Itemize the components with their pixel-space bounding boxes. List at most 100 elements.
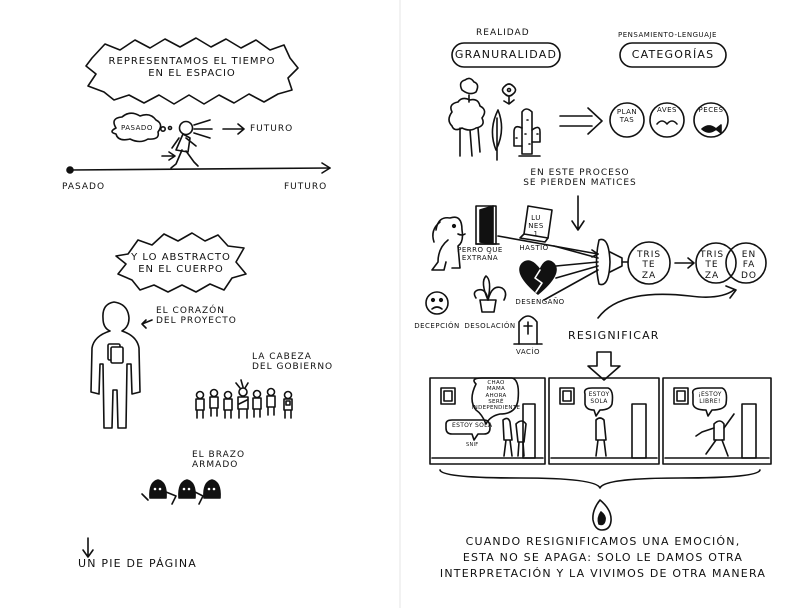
anger-line1: EN	[741, 250, 757, 260]
panels-brace	[439, 469, 761, 489]
anger-line2: FA	[742, 260, 756, 271]
broken-heart-drawing	[519, 260, 557, 295]
process-note-line1: EN ESTE PROCESO	[530, 168, 630, 178]
comic-p3-line1: ¡ESTOY	[698, 391, 722, 398]
dog-line1: PERRO QUE	[457, 246, 503, 254]
hooded-figures	[149, 479, 221, 499]
sadness-arrow	[674, 257, 695, 269]
crowd-figures	[195, 379, 293, 419]
reality-label: REALIDAD	[476, 28, 530, 38]
sad-face-drawing	[425, 291, 449, 315]
granularity-box	[451, 42, 561, 68]
heartbreak-label: DESENGAÑO	[515, 298, 565, 306]
anger-circle	[725, 242, 767, 284]
birds-category-label: AVES	[657, 106, 677, 114]
conclusion-line2: ESTA NO SE APAGA: SOLO LE DAMOS OTRA	[462, 550, 744, 564]
comic-p2-line2: SOLA	[590, 397, 608, 405]
categories-box	[619, 42, 727, 68]
desolation-label: DESOLACIÓN	[464, 322, 516, 330]
timeline-future-label: FUTURO	[284, 182, 328, 192]
heart-label: EL CORAZÓN DEL PROYECTO	[156, 306, 237, 327]
birds-circle	[649, 102, 685, 138]
arm-line1: EL BRAZO	[192, 450, 246, 460]
walking-person-figure	[170, 119, 213, 169]
comic-p3-line2: LIBRE!	[699, 397, 721, 405]
conclusion-line1: CUANDO RESIGNIFICAMOS UNA EMOCIÓN,	[465, 535, 741, 548]
fish-circle	[693, 102, 729, 138]
sadness2-line1: TRIS	[699, 250, 725, 260]
footer-label: UN PIE DE PÁGINA	[78, 557, 198, 570]
burst-body-text: Y LO ABSTRACTO EN EL CUERPO	[131, 252, 231, 275]
burst-body-frame	[115, 232, 247, 293]
funnel-drawing	[595, 238, 623, 286]
timeline-line	[69, 167, 331, 171]
funnel-input-lines	[497, 235, 599, 301]
comic-panel-3	[662, 377, 772, 465]
tombstone-drawing	[513, 315, 543, 345]
timeline-start-dot	[66, 166, 74, 174]
sadness-label: TRIS TE ZA	[637, 250, 661, 281]
body-silhouette	[90, 301, 141, 429]
anger-label: EN FA DO	[741, 250, 757, 281]
resignify-down-arrow	[587, 351, 621, 381]
calendar-drawing	[519, 205, 553, 243]
conclusion-text: CUANDO RESIGNIFICAMOS UNA EMOCIÓN, ESTA …	[440, 534, 766, 582]
comic-p1-line2: MAMA	[486, 386, 506, 393]
heart-line2: DEL PROYECTO	[156, 316, 237, 327]
panel1-scene	[431, 377, 544, 459]
burst-body-line2: EN EL CUERPO	[138, 263, 224, 275]
comic-p1-big-bubble: CHAO MAMA AHORA SERÉ INDEPENDIENTE	[472, 380, 521, 412]
burst-time-text: REPRESENTAMOS EL TIEMPO EN EL ESPACIO	[109, 56, 276, 79]
granularity-label: GRANURALIDAD	[454, 48, 558, 61]
head-line1: LA CABEZA	[252, 352, 312, 362]
sadness-circle	[627, 241, 671, 285]
disappointment-label: DECEPCIÓN	[414, 322, 460, 330]
arm-line2: ARMADO	[192, 460, 239, 471]
head-line2: DEL GOBIERNO	[252, 362, 334, 373]
futuro-arrow-shape	[222, 123, 245, 135]
panel3-scene	[664, 387, 770, 459]
process-note: EN ESTE PROCESO SE PIERDEN MATICES	[523, 168, 637, 189]
bird-glyph	[656, 120, 678, 125]
calendar-line3: 1	[533, 230, 539, 239]
fish-category-label: PECES	[698, 106, 724, 114]
wilted-plant-drawing	[473, 275, 507, 313]
granularity-to-categories-arrow	[559, 107, 603, 135]
heart-arrow	[141, 319, 153, 329]
fish-glyph	[701, 124, 722, 134]
sadness-line1: TRIS	[636, 250, 662, 260]
dog-label: PERRO QUE EXTRAÑA	[457, 246, 503, 262]
comic-p2-line1: ESTOY	[588, 391, 610, 398]
plants-line2: TAS	[619, 116, 635, 125]
sadness2-line3: ZA	[704, 270, 720, 281]
timeline-past-label: PASADO	[62, 182, 106, 192]
burst-time-line1: REPRESENTAMOS EL TIEMPO	[108, 56, 276, 67]
sadness2-label: TRIS TE ZA	[700, 250, 724, 281]
dog-line2: EXTRAÑA	[461, 254, 499, 263]
emptiness-label: VACÍO	[516, 348, 540, 356]
pasado-bubble-shape	[111, 112, 162, 143]
sadness-line2: TE	[642, 260, 656, 271]
process-note-line2: SE PIERDEN MATICES	[523, 178, 637, 189]
comic-p1-line4: SERÉ	[488, 398, 504, 405]
calendar-line2: NES	[528, 222, 544, 231]
pasado-bubble-label: PASADO	[121, 124, 153, 132]
conclusion-line3: INTERPRETACIÓN Y LA VIVIMOS DE OTRA MANE…	[439, 566, 767, 580]
comic-p1-line3: AHORA	[485, 392, 507, 399]
futuro-arrow-label: FUTURO	[250, 124, 294, 134]
plants-line1: PLAN	[616, 108, 638, 116]
burst-time-line2: EN EL ESPACIO	[148, 67, 236, 79]
process-down-arrow	[571, 195, 585, 231]
comic-p1-tiny: SNIF	[466, 442, 479, 448]
flame-drawing	[592, 499, 612, 531]
sadness2-line2: TE	[705, 260, 719, 271]
panel2-scene	[550, 387, 658, 459]
calendar-line1: LU	[531, 214, 541, 222]
comic-p1-line5: INDEPENDIENTE	[471, 405, 521, 412]
sadness2-circle	[695, 242, 737, 284]
categories-label: CATEGORÍAS	[631, 48, 715, 61]
plants-category-label: PLAN TAS	[617, 108, 637, 124]
dog-drawing	[431, 216, 466, 271]
burst-time-frame	[85, 37, 299, 105]
